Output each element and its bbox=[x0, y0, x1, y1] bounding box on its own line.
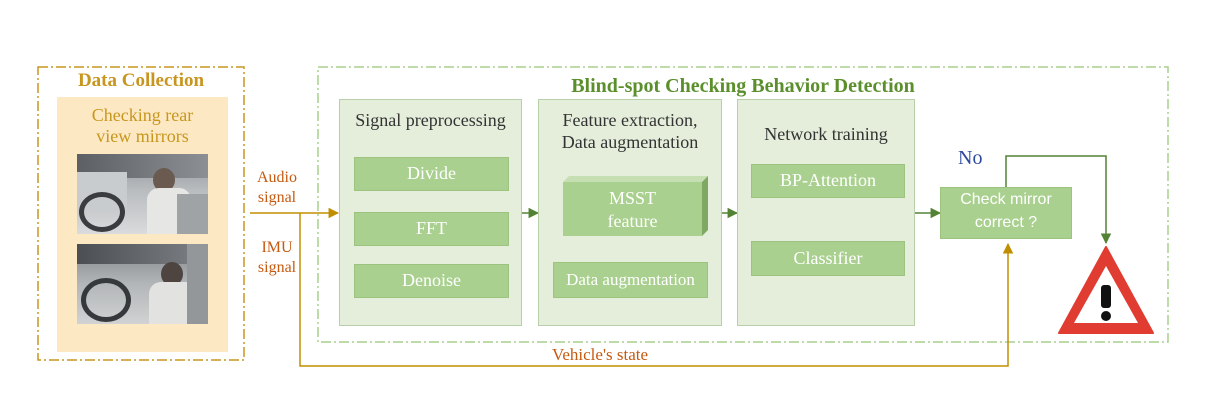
divide-step: Divide bbox=[354, 157, 509, 191]
check-mirror-decision bbox=[940, 187, 1072, 239]
feature-title-line-1: Feature extraction, bbox=[562, 110, 698, 130]
feature-title-line-2: Data augmentation bbox=[561, 132, 699, 152]
audio-signal-label-2: signal bbox=[257, 189, 297, 206]
vehicle-state-label: Vehicle's state bbox=[551, 345, 649, 364]
detection-title: Blind-spot Checking Behavior Detection bbox=[571, 75, 915, 97]
driver-photo-1 bbox=[77, 154, 208, 234]
bp-attention-step: BP-Attention bbox=[751, 164, 905, 198]
network-training-panel bbox=[737, 99, 915, 326]
denoise-step: Denoise bbox=[354, 264, 509, 298]
caption-line-1: Checking rear bbox=[91, 105, 194, 125]
msst-feature-line-2: feature bbox=[607, 211, 658, 231]
decision-line-1: Check mirror bbox=[960, 191, 1052, 208]
warning-triangle-icon bbox=[1058, 246, 1154, 334]
no-label: No bbox=[958, 147, 983, 169]
classifier-step: Classifier bbox=[751, 241, 905, 276]
driver-photo-2 bbox=[77, 244, 208, 324]
data-augmentation-step: Data augmentation bbox=[553, 262, 708, 298]
preprocessing-title: Signal preprocessing bbox=[355, 110, 506, 130]
audio-signal-label-1: Audio bbox=[257, 169, 297, 186]
msst-feature-block bbox=[563, 176, 708, 236]
imu-signal-label-1: IMU bbox=[261, 239, 293, 256]
decision-line-2: correct ? bbox=[974, 214, 1038, 231]
data-collection-title: Data Collection bbox=[77, 70, 205, 91]
msst-feature-line-1: MSST bbox=[608, 188, 657, 208]
detection-frame bbox=[317, 66, 1169, 343]
fft-step: FFT bbox=[354, 212, 509, 246]
imu-signal-label-2: signal bbox=[257, 259, 297, 276]
caption-line-2: view mirrors bbox=[96, 126, 189, 146]
no-branch-arrow bbox=[1005, 155, 1112, 245]
training-title: Network training bbox=[764, 124, 888, 144]
data-collection-frame bbox=[37, 66, 245, 361]
vehicle-state-connector bbox=[299, 213, 1014, 367]
